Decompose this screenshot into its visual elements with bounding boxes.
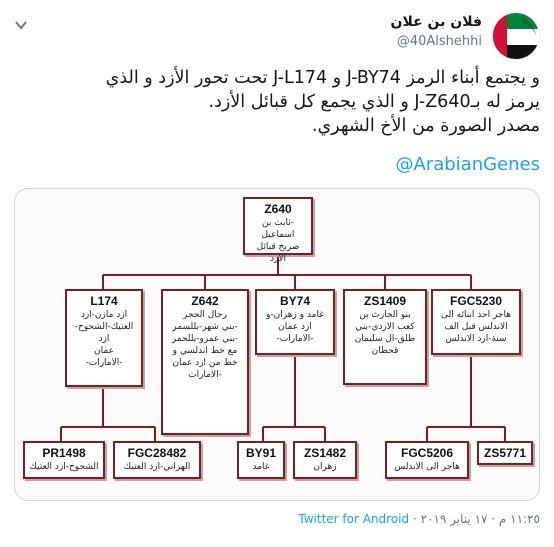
node-desc: رجال الحجر -بني شهر-بللسمر -بني عمرو-بلل…: [171, 310, 239, 380]
chevron-down-icon[interactable]: [14, 18, 28, 32]
node-desc: الشحوح-ازد العتيك: [29, 462, 99, 472]
tweet-source[interactable]: Twitter for Android: [298, 512, 410, 526]
tree-node-zs5771: ZS5771: [477, 441, 533, 465]
node-code: ZS5771: [483, 446, 527, 460]
tree-connectors: [60, 255, 506, 441]
node-desc: زهران: [313, 462, 337, 472]
node-code: Z640: [264, 202, 292, 216]
tree-node-by91: BY91 غامد: [237, 441, 285, 479]
footer-separator: ·: [409, 512, 421, 526]
node-code: BY91: [245, 446, 277, 460]
node-desc: غامد: [252, 462, 270, 472]
node-code: BY74: [279, 294, 311, 308]
tree-node-by74: BY74 غامد و زهران-و ازد عمان -الامارات-: [255, 289, 335, 355]
tweet-text: و يجتمع أبناء الرمز J-BY74 و J-L174 تحت …: [12, 66, 540, 138]
node-code: FGC5230: [449, 294, 503, 308]
user-names: فلان بن علان @40Alshehhi: [391, 14, 483, 49]
tweet-line: مصدر الصورة من الأخ الشهري.: [311, 116, 540, 136]
avatar[interactable]: [492, 12, 540, 60]
tree-node-fgc28482: FGC28482 الهزاني-ازد العتيك: [113, 441, 201, 479]
tree-node-z642: Z642 رجال الحجر -بني شهر-بللسمر -بني عمر…: [161, 289, 249, 435]
node-desc: الهزاني-ازد العتيك: [123, 462, 191, 472]
tree-node-l174: L174 ازد مازن-ازد العتيك-الشحوح-ازد عمان…: [65, 289, 143, 387]
tree-node-zs1482: ZS1482 زهران: [293, 441, 357, 479]
tree-node-root: Z640 -ثابت بن اسماعيل صريح قبائل الازد: [243, 197, 313, 264]
node-desc: بنو الحارث بن كعب الازدي-بني طلق-ال سليم…: [354, 310, 416, 356]
tree-node-fgc5230: FGC5230 هاجر احد ابنائه الى الاندلس قبل …: [431, 289, 521, 355]
node-code: ZS1409: [363, 294, 407, 308]
tweet-footer: ١١:٢٥ م · ١٧ يناير ٢٠١٩ · Twitter for An…: [0, 512, 540, 526]
node-desc: هاجر احد ابنائه الى الاندلس قبل الف سنة-…: [441, 310, 511, 344]
uae-flag-icon: [493, 13, 539, 59]
node-code: L174: [90, 294, 118, 308]
node-desc: -ثابت بن اسماعيل صريح قبائل الازد: [256, 218, 300, 264]
tweet-header: فلان بن علان @40Alshehhi: [0, 0, 554, 64]
node-desc: ازد مازن-ازد العتيك-الشحوح-ازد عمان -الا…: [74, 310, 134, 368]
node-desc: غامد و زهران-و ازد عمان -الامارات-: [266, 310, 324, 344]
tree-node-zs1409: ZS1409 بنو الحارث بن كعب الازدي-بني طلق-…: [343, 289, 427, 385]
display-name[interactable]: فلان بن علان: [390, 14, 483, 30]
tree-node-pr1498: PR1498 الشحوح-ازد العتيك: [23, 441, 105, 479]
node-code: FGC28482: [127, 446, 187, 460]
tree-node-fgc5206: FGC5206 هاجر الى الاندلس: [385, 441, 469, 479]
mention-link[interactable]: @ArabianGenes: [395, 154, 541, 175]
node-desc: هاجر الى الاندلس: [394, 462, 460, 472]
tweet-timestamp[interactable]: ١١:٢٥ م · ١٧ يناير ٢٠١٩: [420, 512, 540, 526]
tweet-line: و يجتمع أبناء الرمز J-BY74 و J-L174 تحت …: [105, 68, 540, 88]
user-handle[interactable]: @40Alshehhi: [396, 34, 482, 49]
node-code: ZS1482: [303, 446, 347, 460]
tweet-image[interactable]: Z640 -ثابت بن اسماعيل صريح قبائل الازد L…: [14, 188, 540, 501]
node-code: PR1498: [42, 446, 86, 460]
node-code: FGC5206: [400, 446, 454, 460]
tweet-line: يرمز له بـJ-Z640 و الذي يجمع كل قبائل ال…: [208, 92, 541, 112]
node-code: Z642: [191, 294, 219, 308]
